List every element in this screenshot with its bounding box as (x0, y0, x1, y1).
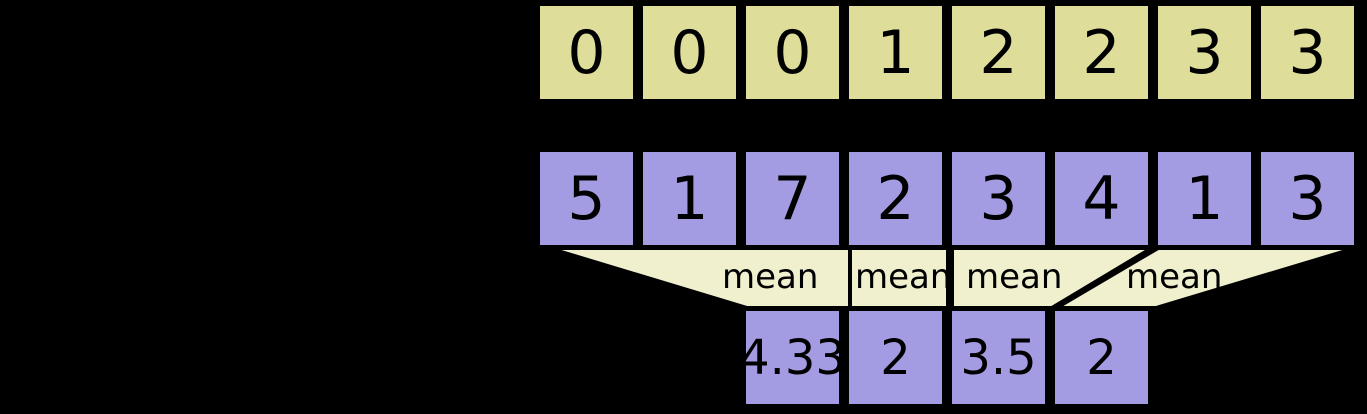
segment-id-cell-1: 0 (640, 3, 739, 102)
segment-mean-cell-3: 2 (1052, 308, 1151, 407)
segment-id-cell-4: 2 (949, 3, 1048, 102)
mean-label-2: mean (966, 257, 1063, 297)
segment-id-cell-3: 1 (846, 3, 945, 102)
segment-id-cell-2: 0 (743, 3, 842, 102)
data-value-cell-4: 3 (949, 149, 1048, 248)
data-value-cell-5: 4 (1052, 149, 1151, 248)
segment-mean-cell-0: 4.33 (739, 308, 846, 407)
segment-mean-cell-2: 3.5 (949, 308, 1048, 407)
data-value-cell-7: 3 (1258, 149, 1357, 248)
mean-funnel-3 (1048, 246, 1357, 310)
data-value-cell-2: 7 (743, 149, 842, 248)
mean-funnel-1 (848, 246, 950, 310)
data-value-cell-6: 1 (1155, 149, 1254, 248)
segment-id-cell-6: 3 (1155, 3, 1254, 102)
data-value-cell-3: 2 (846, 149, 945, 248)
segment-id-cell-0: 0 (537, 3, 636, 102)
mean-label-3: mean (1126, 257, 1223, 297)
segment-id-cell-7: 3 (1258, 3, 1357, 102)
segment-mean-cell-1: 2 (846, 308, 945, 407)
data-value-cell-1: 1 (640, 149, 739, 248)
mean-label-1: mean (855, 257, 952, 297)
segment-id-cell-5: 2 (1052, 3, 1151, 102)
mean-operation-band: mean mean mean mean (0, 246, 1367, 310)
data-value-cell-0: 5 (537, 149, 636, 248)
mean-label-0: mean (722, 257, 819, 297)
